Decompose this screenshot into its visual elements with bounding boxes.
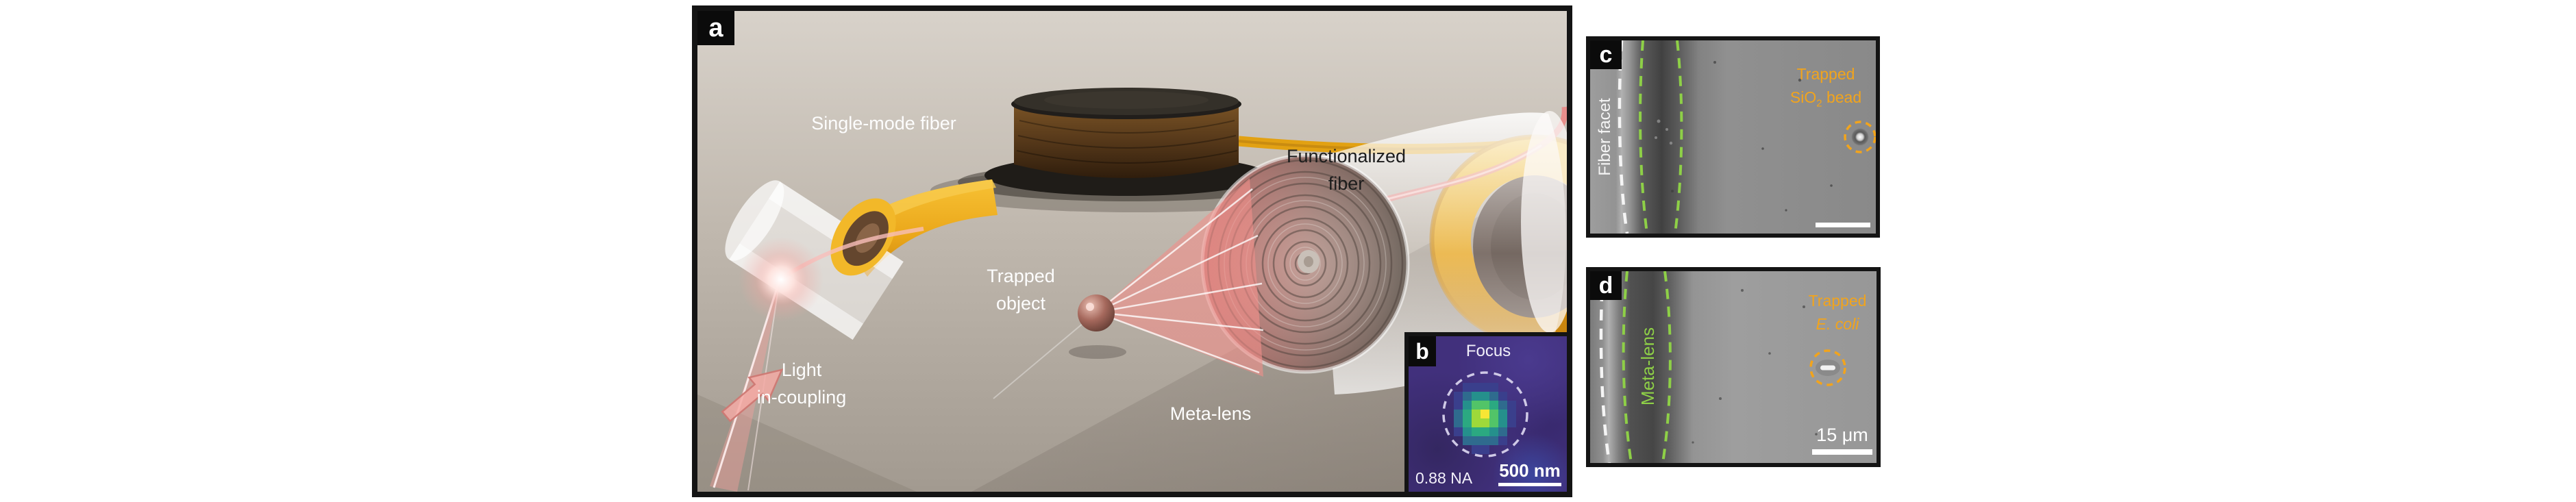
label-light-line1: Light — [781, 360, 822, 380]
metalens-left-dashed-line — [1639, 40, 1648, 234]
fiber-trap-3d-scene — [697, 11, 1567, 492]
caption-d-line2: E. coli — [1816, 315, 1859, 333]
scalebar-500nm-bar — [1498, 483, 1561, 486]
scalebar-500nm: 500 nm — [1498, 460, 1561, 489]
label-single-mode-fiber: Single-mode fiber — [811, 113, 956, 134]
metalens-left-dashed-line-d — [1622, 271, 1633, 463]
label-functionalized-line2: fiber — [1328, 173, 1365, 194]
caption-trapped-ecoli: Trapped E. coli — [1762, 289, 1877, 336]
panel-d-tag: d — [1590, 271, 1622, 300]
caption-c-line2: SiO2 bead — [1789, 88, 1862, 110]
panel-a-illustration: a Single-mode fiber Functionalized fiber… — [692, 5, 1572, 497]
trap-circle-c — [1844, 121, 1876, 153]
ecoli-cell — [1820, 365, 1835, 371]
label-trapped-object: Trapped object — [987, 262, 1055, 317]
caption-d-line1: Trapped — [1808, 292, 1867, 310]
panel-d-micrograph: d Meta-lens Trapped E. coli 15 μm — [1586, 267, 1881, 467]
metalens-right-dashed-line — [1674, 40, 1683, 234]
trap-circle-d — [1809, 349, 1846, 386]
label-meta-lens: Meta-lens — [1169, 403, 1252, 424]
micrograph-c-image — [1590, 40, 1876, 234]
panel-c-tag: c — [1590, 40, 1622, 69]
micrograph-d-image — [1590, 271, 1877, 463]
scalebar-500nm-label: 500 nm — [1499, 460, 1561, 481]
label-trapped-line2: object — [995, 293, 1046, 314]
label-trapped-line1: Trapped — [987, 266, 1055, 286]
scalebar-c-bar — [1816, 223, 1870, 227]
airy-disk-dashed-circle — [1442, 371, 1528, 457]
label-functionalized-fiber: Functionalized fiber — [1287, 142, 1406, 197]
label-light-line2: in-coupling — [756, 387, 847, 407]
panel-c-micrograph: c Fiber facet Trapped SiO2 bead — [1586, 36, 1880, 238]
metalens-side-label: Meta-lens — [1637, 327, 1658, 406]
scalebar-15um: 15 μm — [1812, 425, 1872, 455]
caption-c-line1: Trapped — [1796, 65, 1855, 83]
panel-b-focus-inset: b Focus 0.88 NA 500 nm — [1404, 332, 1567, 492]
label-light-in-coupling: Light in-coupling — [757, 356, 847, 411]
metalens-right-dashed-line-d — [1661, 271, 1672, 463]
focus-title: Focus — [1465, 342, 1511, 360]
caption-trapped-sio2-bead: Trapped SiO2 bead — [1750, 62, 1876, 116]
label-functionalized-line1: Functionalized — [1286, 146, 1407, 166]
sio2-bead — [1851, 128, 1869, 146]
focal-spot-heatmap — [1445, 374, 1525, 454]
fiber-facet-label: Fiber facet — [1596, 98, 1614, 176]
numerical-aperture-label: 0.88 NA — [1415, 469, 1473, 487]
panel-b-tag: b — [1409, 336, 1436, 366]
scalebar-15um-bar — [1812, 449, 1872, 455]
panel-a-tag: a — [697, 11, 734, 45]
scalebar-15um-label: 15 μm — [1816, 425, 1868, 445]
